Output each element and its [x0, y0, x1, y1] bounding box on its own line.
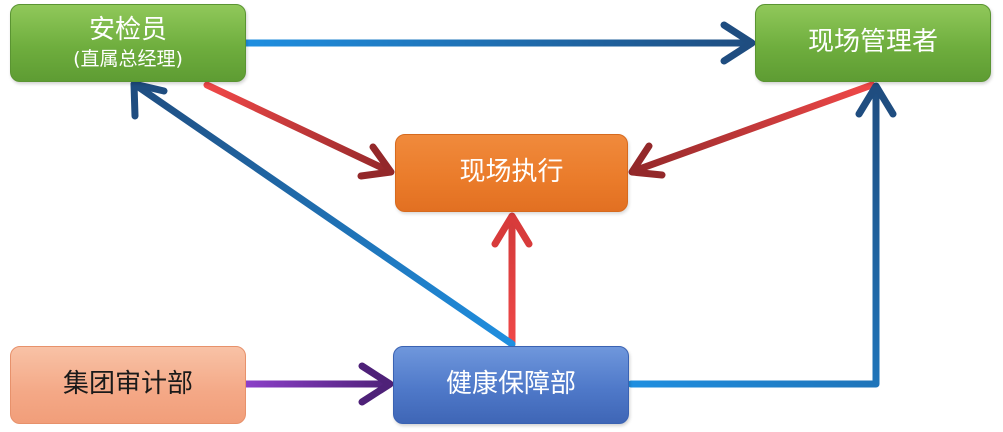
arrow-site-manager-to-site-execution [628, 81, 876, 179]
node-inspector-subtitle: (直属总经理) [73, 47, 183, 70]
node-inspector-title: 安检员 [88, 14, 167, 45]
node-site-execution: 现场执行 [395, 134, 628, 212]
node-site-execution-title: 现场执行 [459, 157, 564, 188]
arrow-inspector-to-site-manager [242, 21, 756, 65]
node-audit-department: 集团审计部 [10, 346, 246, 424]
arrow-health-to-site-execution [491, 212, 533, 348]
node-site-manager: 现场管理者 [755, 4, 991, 82]
arrow-inspector-to-site-execution [203, 81, 395, 180]
arrow-health-to-site-manager [627, 82, 897, 388]
node-audit-department-title: 集团审计部 [62, 369, 193, 400]
node-health-department: 健康保障部 [393, 346, 629, 424]
arrow-health-to-inspector [130, 80, 516, 348]
arrow-audit-to-health [242, 362, 394, 406]
node-health-department-title: 健康保障部 [445, 369, 576, 400]
node-site-manager-title: 现场管理者 [807, 27, 938, 58]
node-inspector: 安检员 (直属总经理) [10, 4, 246, 82]
